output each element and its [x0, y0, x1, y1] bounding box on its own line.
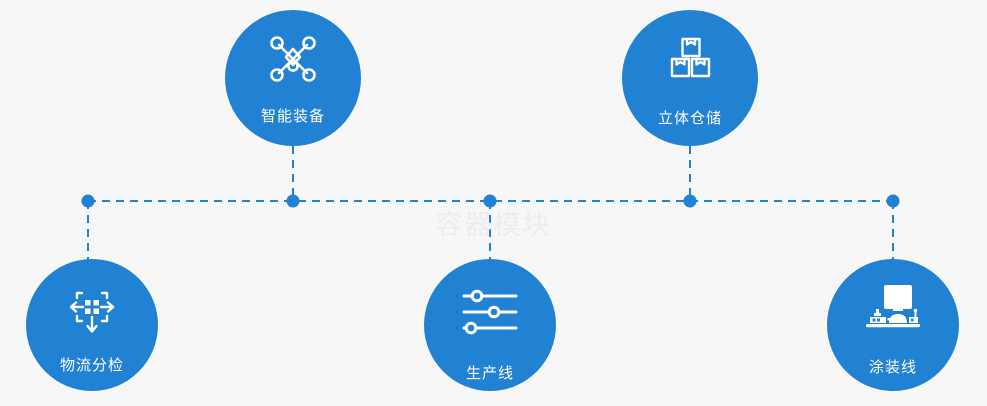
node-production-line[interactable]: 生产线	[424, 259, 556, 391]
node-label-logistics-sorting: 物流分检	[59, 357, 124, 374]
factory-monitor-icon	[862, 283, 924, 340]
sorting-arrows-icon	[64, 285, 120, 342]
node-logistics-sorting[interactable]: 物流分检	[26, 259, 158, 391]
stacked-boxes-icon	[662, 36, 718, 93]
node-label-intelligent-equipment: 智能装备	[260, 108, 325, 125]
junction-dot-stereoscopic-warehouse	[683, 194, 697, 208]
node-stereoscopic-warehouse[interactable]: 立体仓储	[622, 10, 758, 146]
sliders-icon	[459, 287, 521, 342]
node-label-production-line: 生产线	[465, 365, 514, 382]
junction-dot-painting-line	[886, 194, 900, 208]
node-intelligent-equipment[interactable]: 智能装备	[225, 10, 361, 146]
node-label-stereoscopic-warehouse: 立体仓储	[657, 110, 722, 127]
junction-dot-logistics-sorting	[81, 194, 95, 208]
network-nodes-icon	[266, 32, 320, 91]
node-label-painting-line: 涂装线	[868, 359, 917, 376]
node-painting-line[interactable]: 涂装线	[827, 259, 959, 391]
junction-dot-intelligent-equipment	[286, 194, 300, 208]
junction-dot-production-line	[483, 194, 497, 208]
